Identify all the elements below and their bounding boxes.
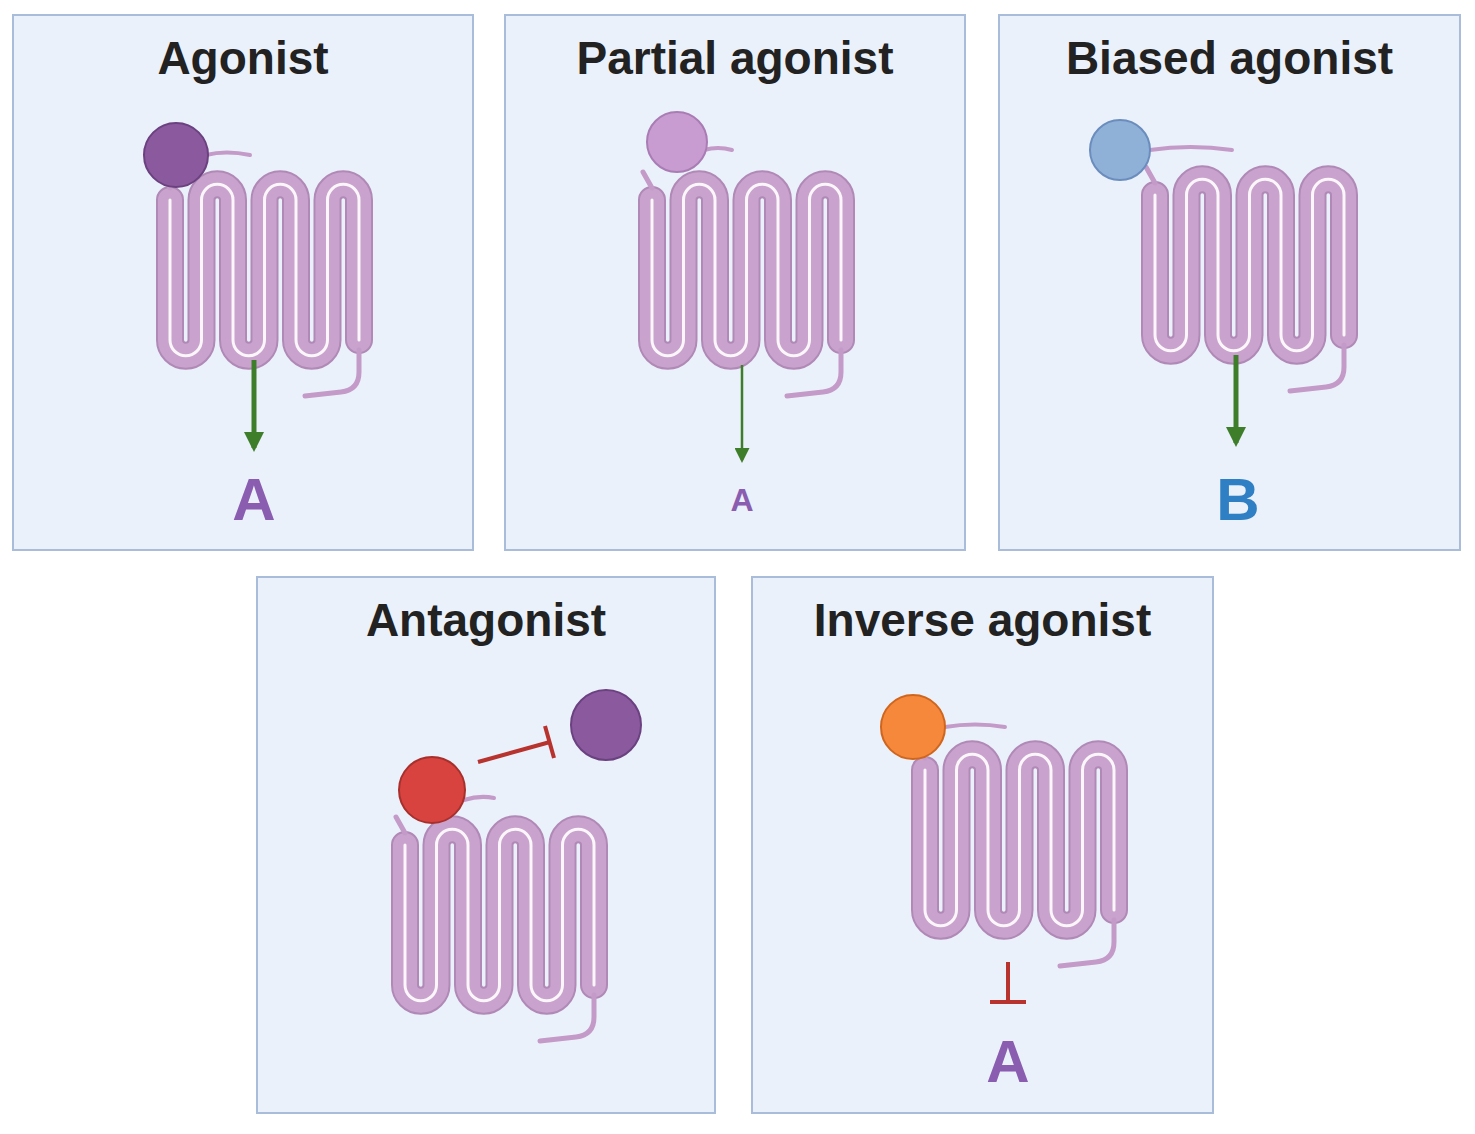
panel-heading: Inverse agonist <box>753 594 1212 647</box>
agonist-ligand <box>571 690 641 760</box>
n-terminus <box>206 153 250 156</box>
weak-activation-arrow <box>741 365 744 460</box>
activation-arrow <box>252 360 257 448</box>
biased-agonist-ligand <box>1090 120 1150 180</box>
pathway-letter: B <box>1216 470 1259 530</box>
panel-heading: Antagonist <box>258 594 714 647</box>
panel-heading: Agonist <box>14 32 472 85</box>
inhibition-bar <box>990 1000 1026 1004</box>
gpcr-receptor <box>643 172 841 396</box>
inhibition-line <box>478 742 550 762</box>
inverse-agonist-ligand <box>881 695 945 759</box>
pathway-letter: A <box>232 470 275 530</box>
agonist-ligand <box>144 123 208 187</box>
inhibition-bar <box>545 726 554 758</box>
panel-heading: Partial agonist <box>506 32 964 85</box>
gpcr-receptor <box>396 817 594 1041</box>
partial-agonist-ligand <box>647 112 707 172</box>
n-terminus <box>1150 147 1232 150</box>
panel-heading: Biased agonist <box>1000 32 1459 85</box>
pathway-letter: A <box>730 484 753 516</box>
antagonist-ligand <box>399 757 465 823</box>
gpcr-receptor <box>161 172 359 396</box>
gpcr-receptor <box>916 742 1114 966</box>
gpcr-receptor <box>1146 167 1344 391</box>
inhibition-line <box>1006 962 1010 1002</box>
activation-arrow <box>1234 355 1239 443</box>
n-terminus <box>704 148 732 150</box>
n-terminus <box>945 725 1005 728</box>
pathway-letter: A <box>986 1032 1029 1092</box>
n-terminus <box>464 797 494 800</box>
